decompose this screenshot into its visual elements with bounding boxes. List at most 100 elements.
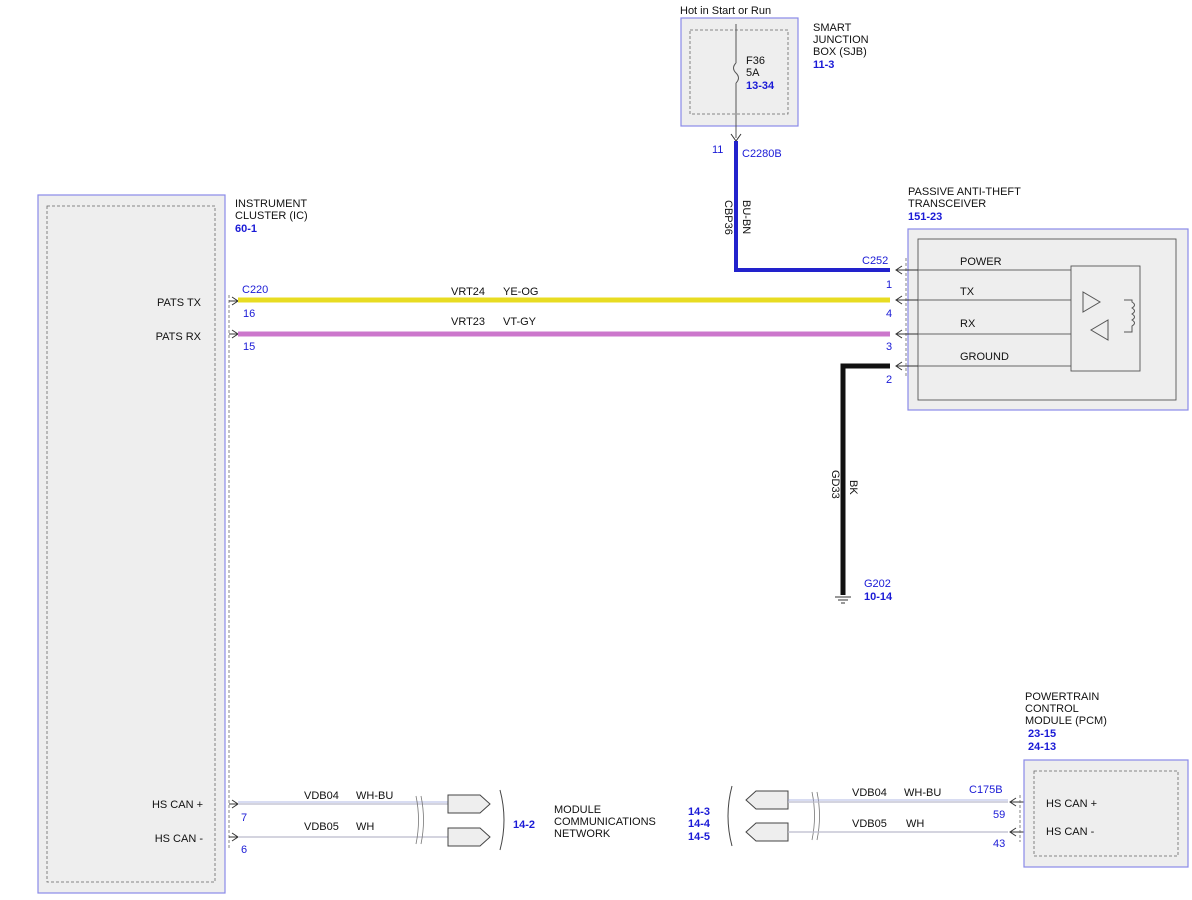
- wire-vrt23-color: VT-GY: [503, 316, 537, 328]
- ground-icon: [835, 596, 851, 604]
- pcm-can-minus-plug-icon: [745, 822, 789, 842]
- pats-name-line-2: TRANSCEIVER: [908, 198, 986, 210]
- pats-ground-label: GROUND: [960, 351, 1009, 363]
- ic-can-minus-arrow-icon: [229, 832, 239, 842]
- wire-cbp36-color: BU-BN: [740, 200, 752, 234]
- pats-power-pin: 1: [886, 279, 892, 291]
- pats-rx-pin: 3: [886, 341, 892, 353]
- network-right-ref-1: 14-3: [688, 806, 710, 818]
- pcm-can-minus-label: HS CAN -: [1046, 826, 1095, 838]
- pats-power-arrow-icon: [895, 265, 918, 275]
- pcm-name-line-1: POWERTRAIN: [1025, 691, 1099, 703]
- sjb-fuse-id: F36: [746, 55, 765, 67]
- ic-can-minus-wire-circuit: VDB05: [304, 821, 339, 833]
- sjb-module: Hot in Start or Run F36 5A 13-34 SMART J…: [680, 5, 869, 160]
- network-name-line-2: COMMUNICATIONS: [554, 816, 656, 828]
- rx-amplifier-icon: [1090, 319, 1109, 341]
- pcm-ref-2: 24-13: [1028, 741, 1056, 753]
- pcm-can-plus-label: HS CAN +: [1046, 798, 1097, 810]
- ic-can-wires: VDB04 WH-BU VDB05 WH 14-2: [238, 789, 535, 851]
- pcm-can-wires: VDB04 WH-BU VDB05 WH: [727, 785, 1030, 847]
- wire-vrt24-color: YE-OG: [503, 286, 538, 298]
- pcm-can-minus-pin: 43: [993, 838, 1005, 850]
- pats-ground-arrow-icon: [895, 361, 918, 371]
- pcm-can-plus-plug-icon: [745, 790, 789, 810]
- antenna-coil-icon: [1124, 299, 1135, 333]
- fuse-icon: [733, 62, 739, 84]
- pcm-name-line-2: CONTROL: [1025, 703, 1079, 715]
- pcm-can-minus-wire-circuit: VDB05: [852, 818, 887, 830]
- sjb-inner-box: [689, 29, 789, 115]
- sjb-box: [680, 17, 799, 127]
- pats-rx-arrow-icon: [895, 329, 918, 339]
- pats-tx-label: TX: [960, 286, 975, 298]
- pcm-connector: C175B: [969, 784, 1003, 796]
- pcm-ref-1: 23-15: [1028, 728, 1056, 740]
- network-name-line-3: NETWORK: [554, 828, 611, 840]
- sjb-connector: C2280B: [742, 148, 782, 160]
- ic-pats-rx-arrow-icon: [229, 329, 239, 339]
- sjb-fuse-ref: 13-34: [746, 80, 775, 92]
- ic-can-minus-wire-color: WH: [356, 821, 374, 833]
- sjb-name-line-3: BOX (SJB): [813, 46, 867, 58]
- ic-pats-rx-label: PATS RX: [156, 331, 202, 343]
- wire-vrt23-circuit: VRT23: [451, 316, 485, 328]
- pats-power-label: POWER: [960, 256, 1002, 268]
- network-left-ref: 14-2: [513, 819, 535, 831]
- pcm-module: POWERTRAIN CONTROL MODULE (PCM) 23-15 24…: [969, 691, 1189, 868]
- ic-connector: C220: [242, 284, 268, 296]
- wire-gd33: GD33 BK G202 10-14: [829, 363, 893, 604]
- ground-ref: 10-14: [864, 591, 893, 603]
- pcm-twist-marker-1: [811, 791, 815, 841]
- wire-vrt24-circuit: VRT24: [451, 286, 485, 298]
- sjb-ref: 11-3: [813, 59, 834, 71]
- ic-pats-tx-pin: 16: [243, 308, 255, 320]
- wire-vrt23: VRT23 VT-GY: [238, 316, 890, 337]
- network-right-ref-2: 14-4: [688, 818, 711, 830]
- ic-name-line-2: CLUSTER (IC): [235, 210, 308, 222]
- ic-can-plus-wire-circuit: VDB04: [304, 790, 339, 802]
- wire-gd33-path: [840, 363, 890, 595]
- pats-module: PASSIVE ANTI-THEFT TRANSCEIVER 151-23 C2…: [862, 186, 1189, 411]
- sjb-pin: 11: [712, 144, 723, 156]
- pcm-can-plus-pin: 59: [993, 809, 1005, 821]
- pats-tx-pin: 4: [886, 308, 892, 320]
- pcm-can-plus-wire-circuit: VDB04: [852, 787, 887, 799]
- ic-network-bracket-icon: [499, 789, 505, 851]
- ic-can-minus-label: HS CAN -: [155, 833, 204, 845]
- wire-cbp36-circuit: CBP36: [722, 200, 734, 235]
- ground-id: G202: [864, 578, 891, 590]
- pcm-box: [1023, 759, 1189, 868]
- wire-vrt24: VRT24 YE-OG: [238, 286, 890, 303]
- tx-amplifier-icon: [1082, 291, 1101, 313]
- sjb-supply-label: Hot in Start or Run: [680, 5, 771, 17]
- pats-ground-pin: 2: [886, 374, 892, 386]
- pats-tx-arrow-icon: [895, 295, 918, 305]
- ic-pats-tx-arrow-icon: [229, 296, 239, 306]
- ic-box: [37, 194, 226, 894]
- ic-module: INSTRUMENT CLUSTER (IC) 60-1 C220 PATS T…: [37, 194, 308, 894]
- wire-gd33-circuit: GD33: [829, 470, 841, 499]
- ic-name-line-1: INSTRUMENT: [235, 198, 307, 210]
- ic-pats-rx-pin: 15: [243, 341, 255, 353]
- ic-can-plus-plug-icon: [447, 794, 491, 814]
- pcm-inner-box: [1033, 770, 1179, 857]
- network-name-line-1: MODULE: [554, 804, 601, 816]
- ic-inner-box: [46, 205, 216, 883]
- sjb-fuse-rating: 5A: [746, 67, 760, 79]
- transceiver-block: [1070, 265, 1141, 372]
- ic-can-minus-pin: 6: [241, 844, 247, 856]
- wire-cbp36-path: [734, 141, 890, 272]
- pcm-twist-marker-2: [816, 791, 820, 841]
- wire-gd33-color: BK: [847, 480, 859, 495]
- ic-twist-marker-2: [420, 795, 424, 845]
- ic-pats-tx-label: PATS TX: [157, 297, 202, 309]
- ic-twist-marker-1: [415, 795, 419, 845]
- sjb-name-line-1: SMART: [813, 22, 852, 34]
- network-right-ref-3: 14-5: [688, 831, 710, 843]
- ic-can-minus-plug-icon: [447, 827, 491, 847]
- ic-can-plus-wire-color: WH-BU: [356, 790, 393, 802]
- wire-cbp36: CBP36 BU-BN: [722, 141, 890, 272]
- ic-ref: 60-1: [235, 223, 257, 235]
